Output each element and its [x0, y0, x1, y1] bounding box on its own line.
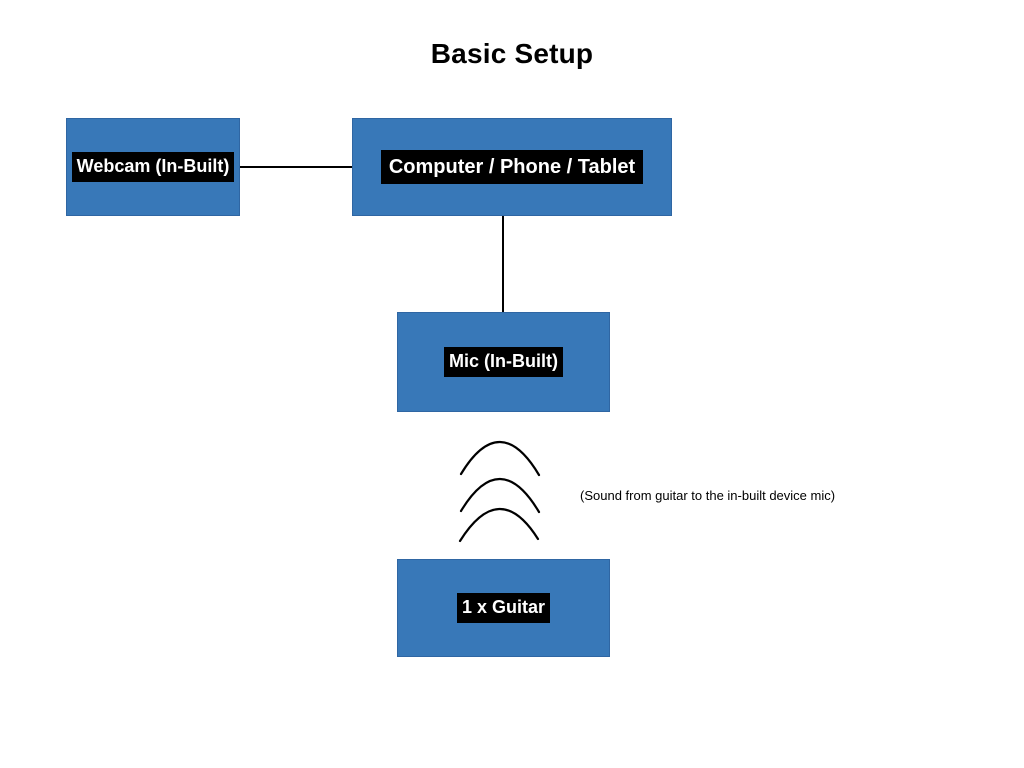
diagram-title: Basic Setup — [430, 38, 594, 69]
node-guitar: 1 x Guitar — [397, 559, 610, 657]
node-guitar-label: 1 x Guitar — [456, 593, 551, 623]
sound-wave-arc-bottom — [458, 507, 540, 543]
node-webcam-label: Webcam (In-Built) — [71, 152, 235, 182]
node-computer-label: Computer / Phone / Tablet — [380, 150, 644, 184]
node-mic: Mic (In-Built) — [397, 312, 610, 412]
node-mic-label: Mic (In-Built) — [444, 347, 563, 377]
sound-waves-icon — [458, 440, 541, 543]
sound-wave-arc-middle — [459, 477, 541, 514]
connector-computer-mic — [502, 216, 504, 312]
connector-webcam-computer — [240, 166, 352, 168]
sound-annotation: (Sound from guitar to the in-built devic… — [580, 488, 836, 503]
node-webcam: Webcam (In-Built) — [66, 118, 240, 216]
sound-wave-arc-top — [459, 440, 541, 477]
node-computer: Computer / Phone / Tablet — [352, 118, 672, 216]
